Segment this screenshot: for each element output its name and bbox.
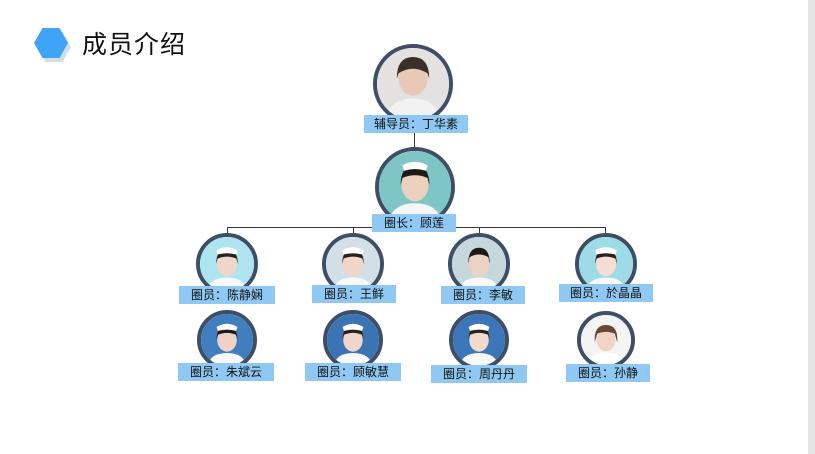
leader-label: 圈长：顾莲 — [372, 214, 456, 232]
member-label: 圈员：陈静娴 — [179, 286, 275, 304]
advisor-avatar — [373, 44, 453, 124]
member-label: 圈员：李敏 — [441, 286, 525, 304]
member-avatar — [323, 310, 383, 370]
connector-drop-4 — [605, 227, 606, 235]
advisor-label: 辅导员：丁华素 — [364, 115, 468, 133]
member-avatar — [577, 311, 635, 369]
member-avatar — [449, 310, 509, 370]
hexagon-icon — [34, 28, 68, 58]
member-label: 圈员：於晶晶 — [559, 284, 653, 302]
member-label: 圈员：顾敏慧 — [305, 363, 401, 381]
member-label: 圈员：孙静 — [566, 364, 650, 382]
right-edge-bar — [808, 0, 815, 454]
connector-drop-1 — [227, 227, 228, 235]
connector-advisor-leader — [414, 132, 415, 148]
connector-drop-2 — [353, 227, 354, 235]
page-title: 成员介绍 — [82, 30, 187, 59]
member-label: 圈员：王鲜 — [312, 285, 396, 303]
member-label: 圈员：周丹丹 — [431, 365, 527, 383]
member-label: 圈员：朱斌云 — [178, 363, 274, 381]
connector-drop-3 — [479, 227, 480, 235]
member-avatar — [197, 310, 257, 370]
